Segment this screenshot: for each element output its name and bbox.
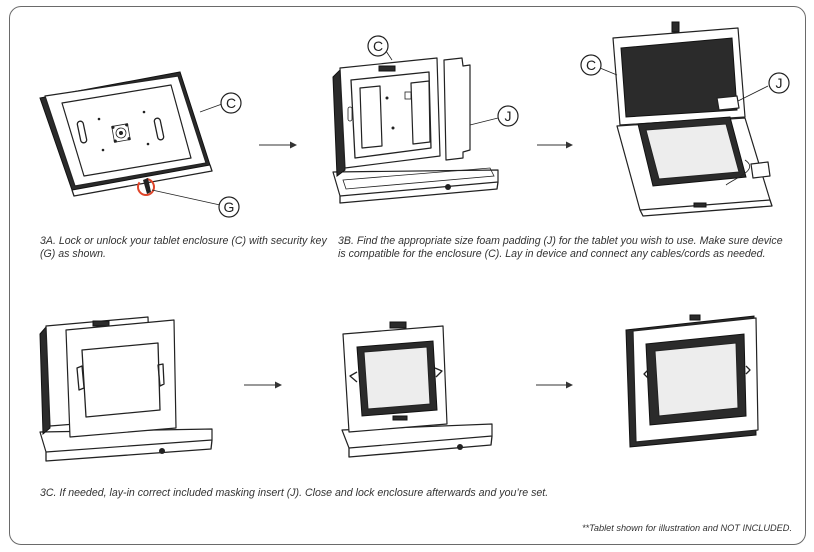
figure-3c-masking-insert [39,316,213,462]
figure-3c-tablet-in-enclosure [341,321,493,458]
callout-c-3a-label: C [226,95,236,111]
callout-c-3a [220,92,242,114]
callout-c-3b-left [367,35,389,57]
arrow-right-icon [537,141,573,149]
callout-j-3b-right [768,72,790,94]
figure-3b-enclosure-open [332,57,499,204]
callout-c-3b-right [580,54,602,76]
callout-c-3b-right-label: C [586,57,596,73]
callout-j-3b-right-label: J [776,75,783,91]
arrow-right-icon [259,141,297,149]
callout-g [218,196,240,218]
callout-j-3b-left [497,105,519,127]
figure-3a-enclosure-closed [39,71,213,197]
callout-c-3b-left-label: C [373,38,383,54]
step-3c-caption: 3C. If needed, lay-in correct included m… [40,487,549,499]
arrow-right-icon [244,381,282,389]
callout-j-3b-left-label: J [505,108,512,124]
instruction-frame [9,6,806,545]
figure-3c-enclosure-closed [625,314,759,448]
step-3a-caption: 3A. Lock or unlock your tablet enclosure… [40,235,327,260]
arrow-right-icon [536,381,573,389]
callout-g-label: G [224,199,235,215]
footnote: **Tablet shown for illustration and NOT … [581,523,792,533]
figure-3b-tablet-laid-in [612,21,773,217]
step-3b-caption: 3B. Find the appropriate size foam paddi… [338,235,783,260]
